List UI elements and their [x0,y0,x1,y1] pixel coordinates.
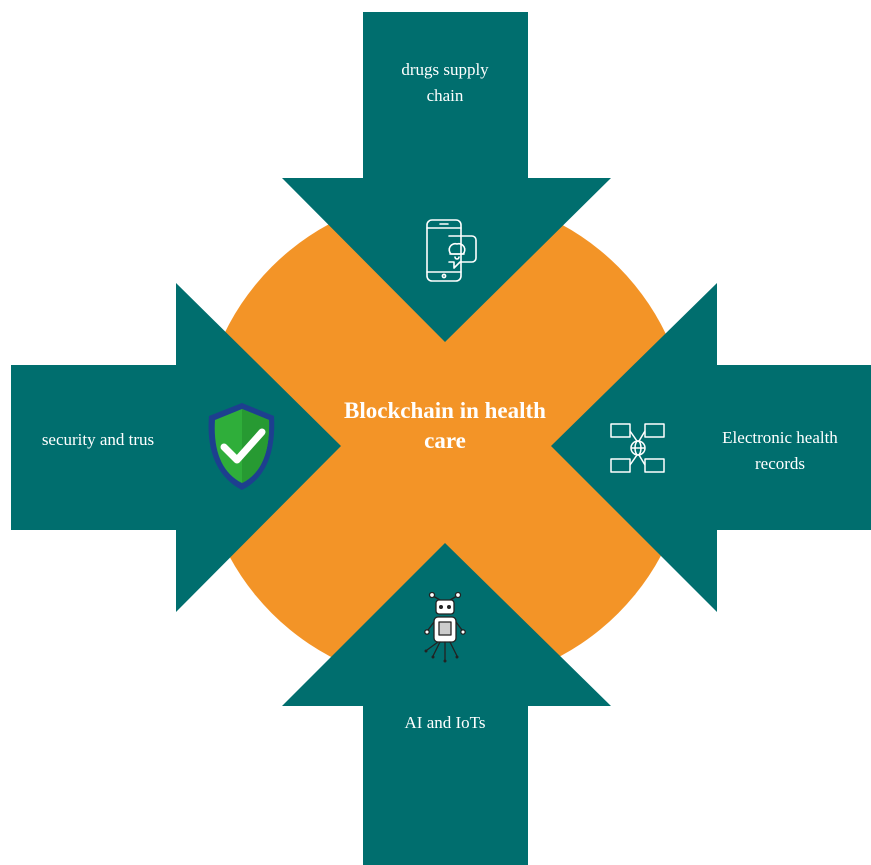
mobile-notification-icon [426,219,477,282]
label-drugs-supply-chain-line2: chain [426,86,464,105]
network-globe-icon [610,423,665,473]
shield-check-icon [208,403,275,490]
arrow-top [282,12,611,342]
center-title: Blockchain in health care [305,396,585,456]
label-electronic-health-records-line2: records [754,454,806,473]
label-ai-and-iots: AI and IoTs [404,713,486,732]
label-security-and-trust: security and trus [41,430,155,449]
arrow-left [11,283,341,612]
center-title-line2: care [424,428,466,453]
arrow-right [551,283,871,612]
center-title-line1: Blockchain in health [344,398,546,423]
arrow-bottom [282,543,611,865]
label-electronic-health-records: Electronic health records [690,425,870,477]
label-electronic-health-records-line1: Electronic health [722,428,838,447]
center-circle [200,195,690,685]
label-drugs-supply-chain: drugs supply chain [345,57,545,109]
label-drugs-supply-chain-line1: drugs supply [401,60,489,79]
robot-icon [424,591,466,663]
